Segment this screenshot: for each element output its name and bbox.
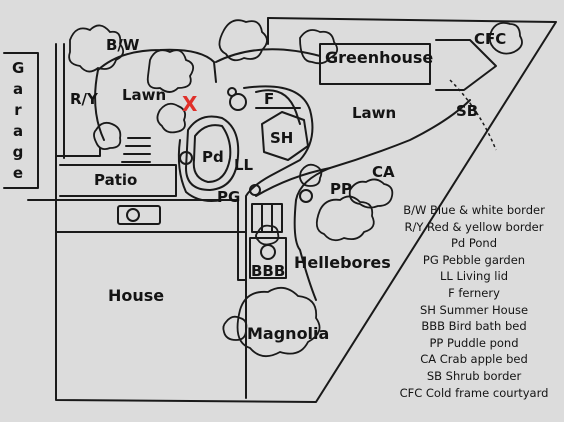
shrub-pp [299, 163, 323, 187]
legend-item: B/W Blue & white border [403, 203, 545, 217]
label-crab-apple-bed: CA [372, 163, 395, 181]
bench-stump [126, 208, 140, 222]
legend-item: Pd Pond [450, 236, 498, 251]
shrub-ca-2 [348, 178, 394, 209]
garage-wall [3, 52, 39, 189]
pot-2 [179, 151, 193, 165]
label-pebble-garden: PG [217, 188, 241, 206]
shrub-greenhouse [299, 29, 339, 65]
pot-3 [249, 184, 261, 196]
x-marker: X [182, 92, 198, 116]
label-fernery: F [264, 90, 275, 108]
shrub-cfc [488, 21, 523, 55]
legend-item: LL Living lid [439, 269, 508, 284]
lawn-top-curve [97, 48, 217, 83]
cfc-outline [435, 39, 497, 91]
label-cold-frame-courtyard: CFC [474, 30, 507, 48]
shrub-ry [93, 121, 122, 151]
fernery-outline [255, 89, 301, 125]
legend-item: CFC Cold frame courtyard [399, 385, 549, 400]
pot-4 [299, 189, 313, 203]
shrub-x [156, 102, 187, 134]
label-pond: Pd [202, 148, 224, 166]
legend-item: CA Crab apple bed [420, 352, 528, 367]
pond-inner [192, 124, 232, 183]
legend-item: R/Y Red & yellow border [404, 219, 544, 234]
label-hellebores: Hellebores [294, 253, 391, 272]
label-patio: Patio [94, 171, 138, 189]
lawn-left-curve [94, 69, 105, 141]
right-lawn-edge [293, 167, 331, 301]
legend: B/W Blue & white border R/Y Red & yellow… [388, 202, 560, 401]
legend-item: SB Shrub border [426, 368, 522, 383]
legend-item: PP Puddle pond [429, 335, 519, 350]
patio-outline [59, 164, 177, 197]
bird-bath-bed [249, 237, 287, 279]
shrub-ca-1 [315, 195, 375, 242]
label-blue-white-border: B/W [106, 36, 140, 54]
label-garage: Garage [12, 59, 25, 182]
pond-outline [185, 115, 240, 191]
pot-1 [229, 93, 247, 111]
label-magnolia: Magnolia [247, 324, 330, 343]
patio-steps [121, 137, 151, 163]
house-body [55, 231, 247, 399]
shrub-top-right [218, 19, 268, 62]
label-greenhouse: Greenhouse [325, 48, 434, 67]
bird-bath [260, 244, 276, 260]
upper-path-line [55, 147, 101, 157]
steps-hellebores [251, 203, 283, 233]
house-top-wall [27, 199, 247, 281]
legend-item: PG Pebble garden [422, 252, 526, 267]
shrub-bw [68, 24, 125, 73]
shrub-bbb-1 [255, 224, 280, 246]
garden-path-edge [255, 99, 471, 197]
shrub-top-center [146, 49, 195, 93]
upper-path [215, 48, 321, 63]
label-summer-house: SH [270, 129, 294, 147]
bench [117, 205, 161, 225]
shrub-magnolia [236, 286, 321, 358]
label-bird-bath-bed: BBB [251, 262, 286, 280]
shrub-house-side [222, 315, 248, 341]
hedge-shrub-border [449, 79, 497, 151]
label-lawn-right: Lawn [352, 104, 397, 122]
pebble-edge [177, 139, 223, 202]
label-shrub-border: SB [456, 102, 479, 120]
label-puddle-pond: PP [330, 180, 352, 198]
label-lawn-left: Lawn [122, 86, 167, 104]
boundary-outline [55, 17, 557, 403]
steps-lines [261, 203, 273, 233]
legend-item: SH Summer House [419, 302, 529, 317]
legend-item: F fernery [448, 285, 500, 300]
label-living-lid: LL [234, 156, 254, 174]
legend-item: BBB Bird bath bed [421, 319, 527, 334]
garden-path [243, 85, 314, 251]
label-red-yellow-border: R/Y [70, 90, 98, 108]
pot-5 [227, 87, 237, 97]
label-house: House [108, 286, 165, 305]
